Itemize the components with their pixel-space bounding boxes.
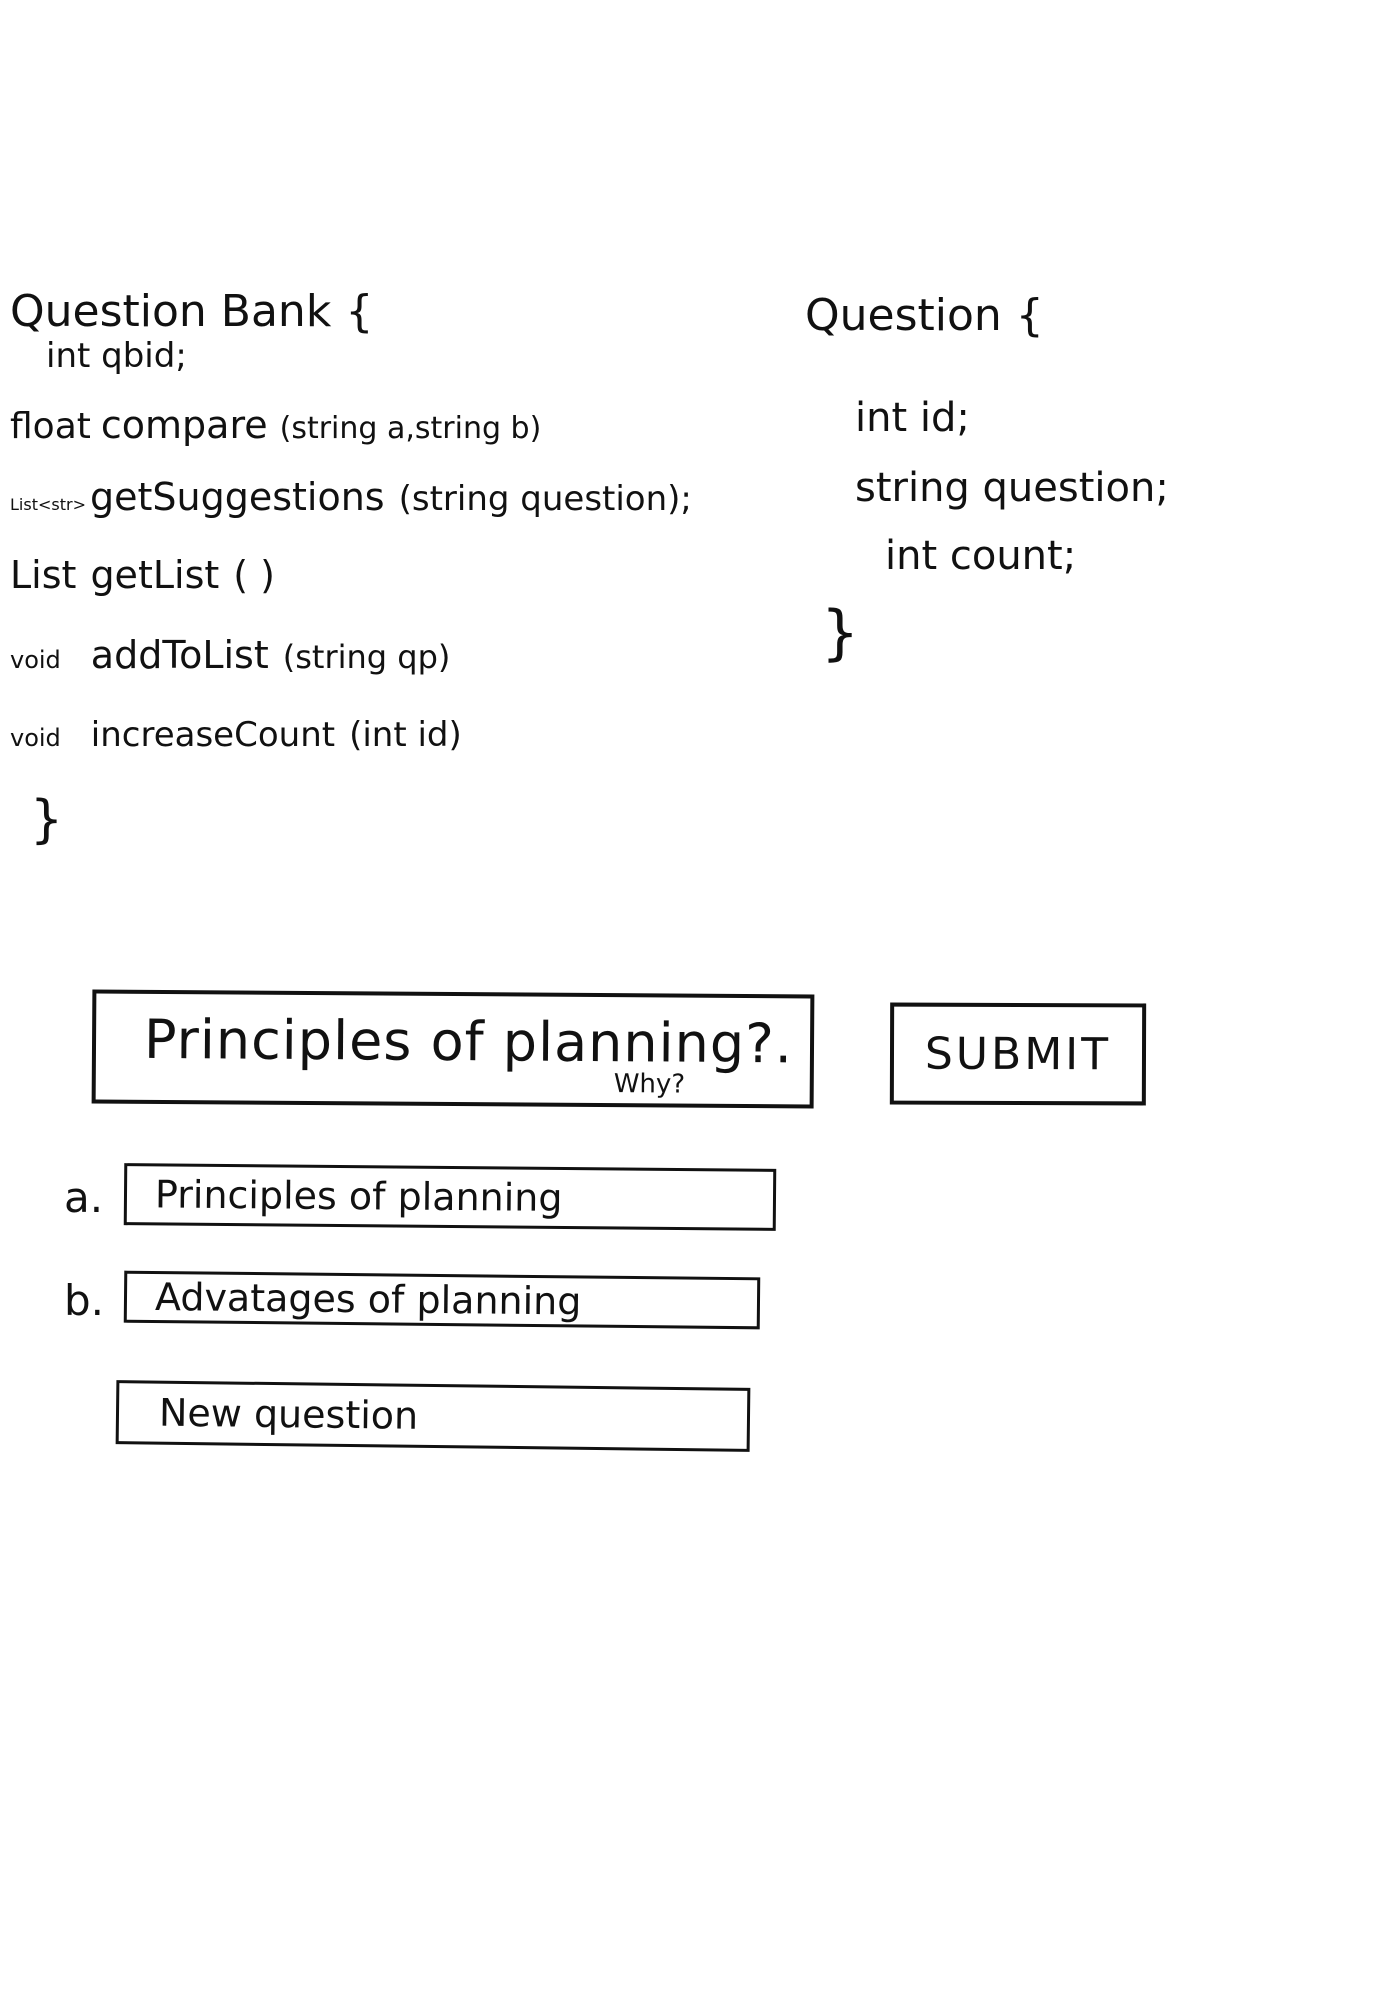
method-name: compare [100, 403, 268, 447]
method-get-list: List getList ( ) [10, 553, 275, 597]
question-subtext: Why? [613, 1069, 686, 1100]
method-name: increaseCount [90, 715, 336, 755]
class-name: Question [805, 290, 1002, 341]
return-type: List<str> [10, 495, 86, 514]
question-field: string question; [855, 465, 1169, 511]
option-marker: b. [64, 1275, 105, 1325]
return-type: float [10, 406, 91, 447]
id-field: int id; [855, 395, 970, 441]
qbid-field: int qbid; [46, 336, 187, 376]
close-brace: } [821, 598, 860, 668]
class-name: Question Bank [10, 286, 332, 337]
open-brace: { [345, 286, 374, 337]
question-text: Principles of planning?. [143, 1007, 794, 1076]
method-params: (int id) [349, 715, 462, 755]
return-type: void [10, 724, 61, 752]
return-type: List [10, 553, 77, 597]
new-question-button[interactable]: New question [115, 1380, 751, 1452]
open-brace: { [1015, 290, 1044, 341]
suggestion-option-box[interactable]: Advatages of planning [123, 1270, 761, 1330]
method-compare: float compare (string a,string b) [10, 403, 541, 447]
method-increase-count: void increaseCount (int id) [10, 715, 462, 755]
question-input-box[interactable]: Principles of planning?. Why? [91, 989, 815, 1109]
close-brace: } [30, 790, 64, 850]
suggestion-option-a: a. Principles of planning [64, 1163, 777, 1231]
method-name: addToList [90, 633, 269, 677]
submit-button[interactable]: SUBMIT [889, 1002, 1147, 1106]
method-params: (string question); [398, 479, 692, 519]
suggestion-option-b: b. Advatages of planning [64, 1270, 761, 1330]
question-header: Question { [805, 289, 1044, 343]
method-params: ( ) [233, 553, 275, 597]
suggestion-option-box[interactable]: Principles of planning [123, 1163, 777, 1231]
method-params: (string qp) [282, 638, 451, 676]
option-marker: a. [64, 1172, 104, 1222]
method-add-to-list: void addToList (string qp) [10, 633, 450, 677]
return-type: void [10, 646, 61, 674]
count-field: int count; [885, 533, 1077, 579]
method-name: getList [90, 553, 220, 597]
question-bank-header: Question Bank { [10, 285, 373, 339]
method-get-suggestions: List<str> getSuggestions (string questio… [10, 475, 692, 519]
method-params: (string a,string b) [279, 411, 542, 446]
method-name: getSuggestions [89, 475, 385, 519]
